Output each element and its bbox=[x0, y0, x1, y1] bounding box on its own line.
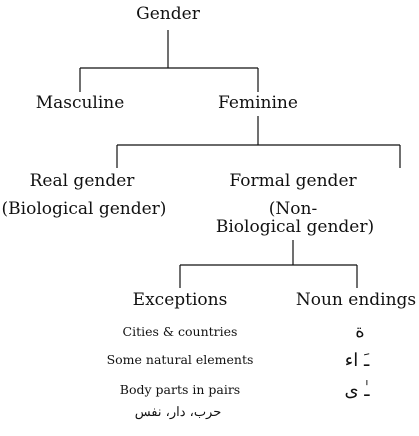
exception-item-body-parts: Body parts in pairs bbox=[119, 382, 241, 397]
noun-ending-taa-marbuta: ة bbox=[355, 321, 365, 342]
noun-ending-alif-hamza: ـَ اء bbox=[344, 350, 370, 371]
node-formal-gender-subtitle-1: (Non- bbox=[268, 199, 318, 219]
node-noun-endings: Noun endings bbox=[295, 290, 417, 310]
exception-item-arabic-words: حرب، دار، نفس bbox=[134, 405, 222, 420]
node-real-gender-subtitle: (Biological gender) bbox=[1, 199, 167, 219]
exception-item-cities: Cities & countries bbox=[122, 324, 238, 339]
node-exceptions: Exceptions bbox=[132, 290, 228, 310]
root-node-gender: Gender bbox=[136, 4, 200, 24]
node-formal-gender: Formal gender bbox=[229, 171, 357, 191]
node-real-gender: Real gender bbox=[29, 171, 135, 191]
node-feminine: Feminine bbox=[218, 93, 298, 113]
node-masculine: Masculine bbox=[35, 93, 125, 113]
exception-item-natural-elements: Some natural elements bbox=[106, 352, 254, 367]
node-formal-gender-subtitle-2: Biological gender) bbox=[215, 217, 375, 237]
noun-ending-alif-maqsura: ـٰ ى bbox=[344, 380, 370, 401]
